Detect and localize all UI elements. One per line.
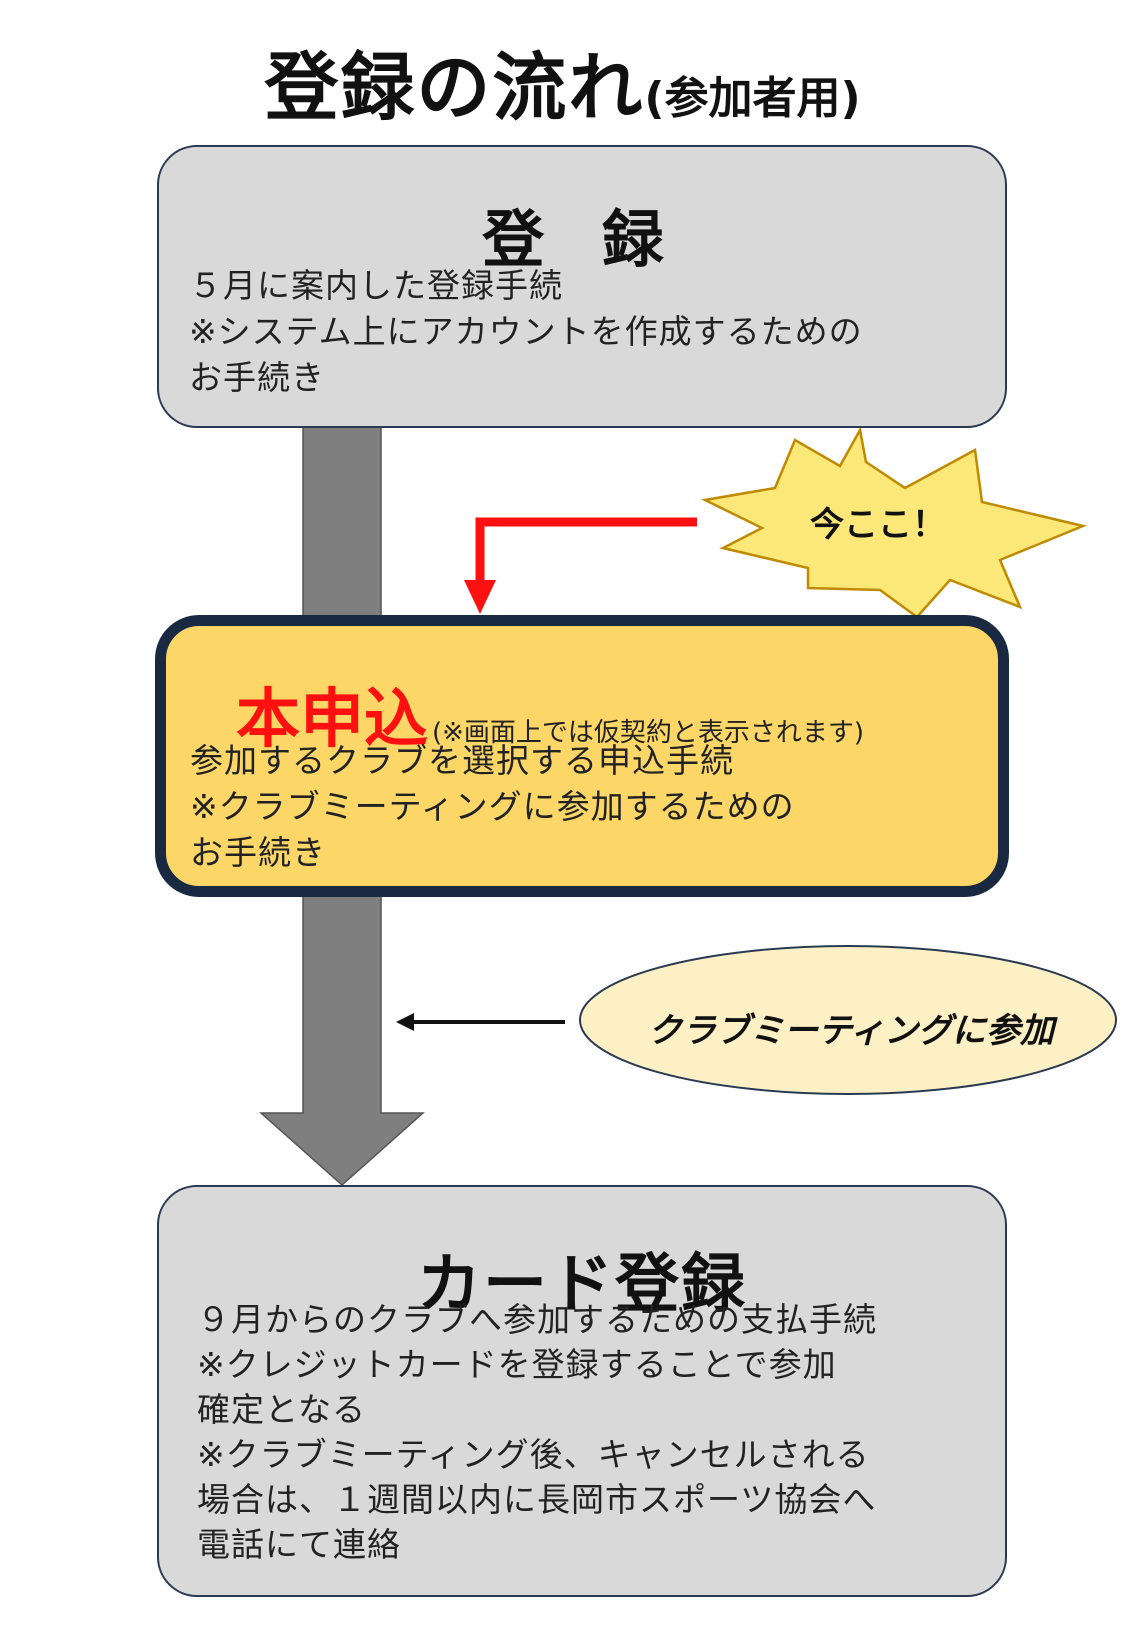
meeting-arrow-head: [396, 1013, 414, 1031]
now-here-starburst: [700, 426, 1088, 619]
step-application-line: ※クラブミーティングに参加するための: [190, 787, 795, 826]
step-application-line: お手続き: [190, 833, 326, 872]
step-card-registration-box: カード登録 ９月からのクラブへ参加するための支払手続 ※クレジットカードを登録す…: [157, 1185, 1007, 1597]
now-here-arrow: [475, 517, 697, 585]
step-card-line: 確定となる: [197, 1390, 367, 1429]
step-application-description: 参加するクラブを選択する申込手続 ※クラブミーティングに参加するための お手続き: [190, 738, 978, 876]
step-registration-line: ※システム上にアカウントを作成するための: [189, 312, 863, 351]
step-registration-description: ５月に案内した登録手続 ※システム上にアカウントを作成するための お手続き: [189, 263, 985, 401]
step-card-line: ※クラブミーティング後、キャンセルされる: [197, 1435, 870, 1474]
title-sub: (参加者用): [644, 73, 861, 124]
step-registration-box: 登 録 ５月に案内した登録手続 ※システム上にアカウントを作成するための お手続…: [157, 145, 1007, 428]
step-card-line: 電話にて連絡: [197, 1525, 401, 1564]
page-title: 登録の流れ(参加者用): [0, 28, 1125, 135]
flow-shaft-upper: [302, 425, 382, 619]
step-application-box: 本申込(※画面上では仮契約と表示されます) 参加するクラブを選択する申込手続 ※…: [155, 615, 1009, 897]
step-card-registration-heading: カード登録: [417, 1248, 747, 1322]
step-card-line: 場合は、１週間以内に長岡市スポーツ協会へ: [197, 1480, 877, 1519]
step-application-line: 参加するクラブを選択する申込手続: [190, 741, 734, 780]
step-application-note: (※画面上では仮契約と表示されます): [432, 718, 865, 748]
step-application-heading-row: 本申込(※画面上では仮契約と表示されます): [236, 668, 864, 760]
now-here-arrow-head: [464, 580, 496, 614]
step-registration-line: ５月に案内した登録手続: [189, 266, 563, 305]
now-here-label: 今ここ！: [810, 505, 946, 545]
club-meeting-ellipse: [579, 945, 1117, 1095]
step-card-line: ※クレジットカードを登録することで参加: [197, 1345, 837, 1384]
step-card-registration-description: ９月からのクラブへ参加するための支払手続 ※クレジットカードを登録することで参加…: [197, 1297, 985, 1567]
flow-down-arrow: [259, 894, 425, 1187]
step-registration-heading: 登 録: [482, 203, 682, 276]
club-meeting-label: クラブミーティングに参加: [648, 1011, 1054, 1051]
title-main: 登録の流れ: [264, 45, 645, 131]
step-application-heading: 本申込: [236, 683, 428, 757]
step-registration-line: お手続き: [189, 358, 325, 397]
step-card-line: ９月からのクラブへ参加するための支払手続: [197, 1300, 877, 1339]
